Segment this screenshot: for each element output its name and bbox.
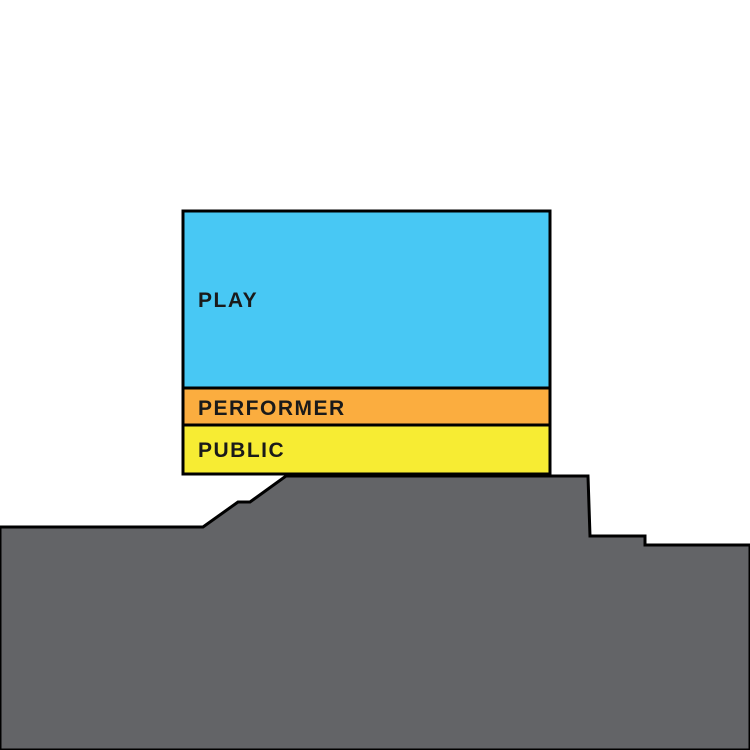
layer-play-box — [181, 209, 552, 390]
layer-public: PUBLIC — [181, 423, 552, 476]
layer-public-box — [181, 423, 552, 476]
layer-performer-label: PERFORMER — [198, 397, 346, 420]
layer-performer: PERFORMER — [181, 386, 552, 427]
layer-play: PLAY — [181, 209, 552, 390]
layer-public-label: PUBLIC — [198, 439, 285, 462]
terrain-section — [0, 474, 750, 750]
layer-play-label: PLAY — [198, 289, 258, 312]
